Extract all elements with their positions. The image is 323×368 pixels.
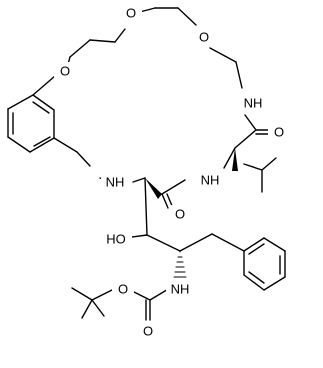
hashed-bond bbox=[173, 251, 187, 278]
bond bbox=[243, 163, 263, 171]
bond bbox=[179, 233, 213, 252]
carbamate-carbonyl-oxygen-label: O bbox=[143, 324, 153, 339]
hydroxyl-label: HO bbox=[106, 232, 126, 247]
bond bbox=[243, 237, 265, 252]
bond bbox=[161, 193, 169, 209]
ether-oxygen-label: O bbox=[199, 30, 209, 45]
bond bbox=[33, 136, 51, 147]
wedge-bond bbox=[145, 178, 162, 199]
bond bbox=[263, 237, 286, 252]
carbonyl-oxygen-label: O bbox=[274, 125, 284, 140]
bond bbox=[71, 287, 93, 301]
ester-oxygen-label: O bbox=[118, 282, 128, 297]
bond bbox=[261, 157, 277, 171]
bond bbox=[132, 177, 146, 183]
bond bbox=[32, 75, 56, 96]
bond bbox=[263, 276, 286, 291]
bond bbox=[235, 61, 243, 89]
bond bbox=[211, 233, 245, 252]
bond bbox=[248, 243, 265, 255]
bond bbox=[91, 299, 105, 317]
bond bbox=[76, 151, 91, 167]
atom-labels: O O O NH O NH NH O HO NH O O bbox=[54, 4, 290, 340]
bond bbox=[244, 114, 257, 131]
bond bbox=[69, 39, 91, 58]
ether-oxygen-label: O bbox=[126, 6, 136, 21]
bond bbox=[53, 137, 78, 153]
amine-nh-label: NH bbox=[106, 175, 125, 190]
bond bbox=[81, 299, 93, 319]
bond-lines bbox=[7, 7, 286, 321]
bond bbox=[223, 147, 236, 169]
bond bbox=[234, 129, 257, 149]
bond bbox=[32, 101, 50, 114]
bond bbox=[243, 274, 265, 291]
amide-nh-label: NH bbox=[244, 96, 263, 111]
bond bbox=[29, 137, 55, 153]
bond bbox=[114, 28, 126, 43]
bond bbox=[7, 136, 31, 153]
bond bbox=[209, 47, 237, 63]
bond bbox=[248, 271, 265, 284]
bond bbox=[146, 234, 181, 252]
bond bbox=[7, 94, 34, 110]
carbamate-nh-label: NH bbox=[171, 282, 190, 297]
bond bbox=[177, 7, 197, 26]
bond bbox=[144, 177, 148, 236]
bond bbox=[91, 289, 113, 301]
ether-oxygen-label: O bbox=[60, 64, 70, 79]
bond bbox=[161, 179, 186, 195]
bond bbox=[89, 39, 116, 43]
wedge-bond bbox=[232, 148, 238, 171]
carbonyl-oxygen-label: O bbox=[175, 207, 185, 222]
bond bbox=[32, 94, 55, 111]
amide-nh-label: NH bbox=[201, 173, 220, 188]
